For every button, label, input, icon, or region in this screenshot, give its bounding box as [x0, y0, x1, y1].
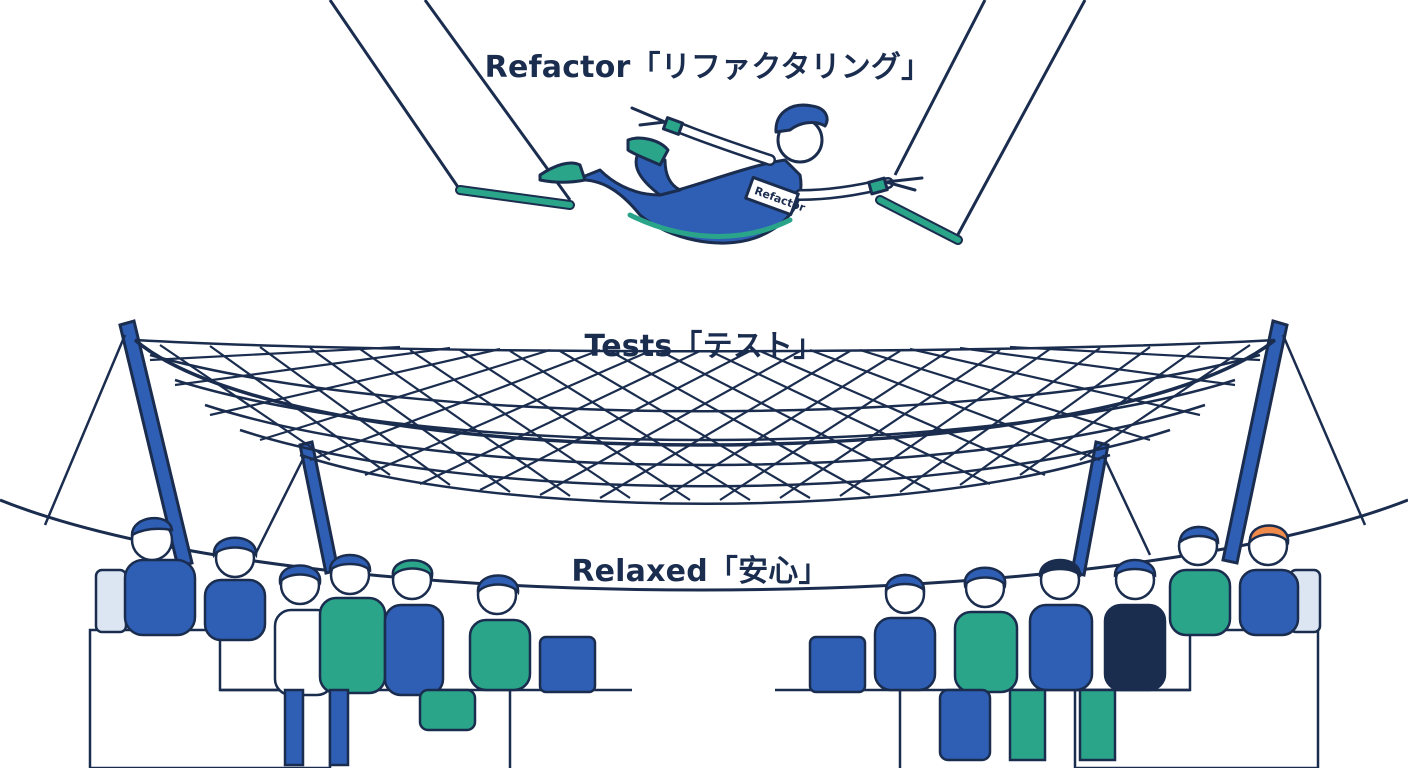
safety-net — [133, 338, 1277, 505]
guy-wires — [43, 334, 1367, 556]
spectator — [203, 536, 267, 642]
spectator — [1008, 558, 1094, 762]
spectator — [123, 516, 197, 637]
spectator — [1238, 524, 1300, 637]
spectator — [383, 559, 477, 732]
spectator — [1078, 558, 1167, 762]
spectator — [468, 574, 532, 692]
trapeze-bars — [455, 185, 963, 245]
refactor-label: Refactor「リファクタリング」 — [484, 50, 932, 85]
spectator — [873, 573, 937, 692]
spectator — [273, 564, 335, 767]
relaxed-label: Relaxed「安心」 — [571, 554, 829, 589]
spectator — [938, 566, 1019, 762]
trapeze-ropes — [328, 0, 1087, 241]
net-mesh-diagonals — [149, 344, 1261, 501]
spectator — [1168, 525, 1232, 637]
spectators-right — [873, 524, 1300, 762]
tests-label: Tests「テスト」 — [584, 329, 824, 364]
spectators-left — [123, 516, 532, 767]
spectator — [318, 553, 387, 767]
acrobat-figure — [538, 103, 924, 245]
